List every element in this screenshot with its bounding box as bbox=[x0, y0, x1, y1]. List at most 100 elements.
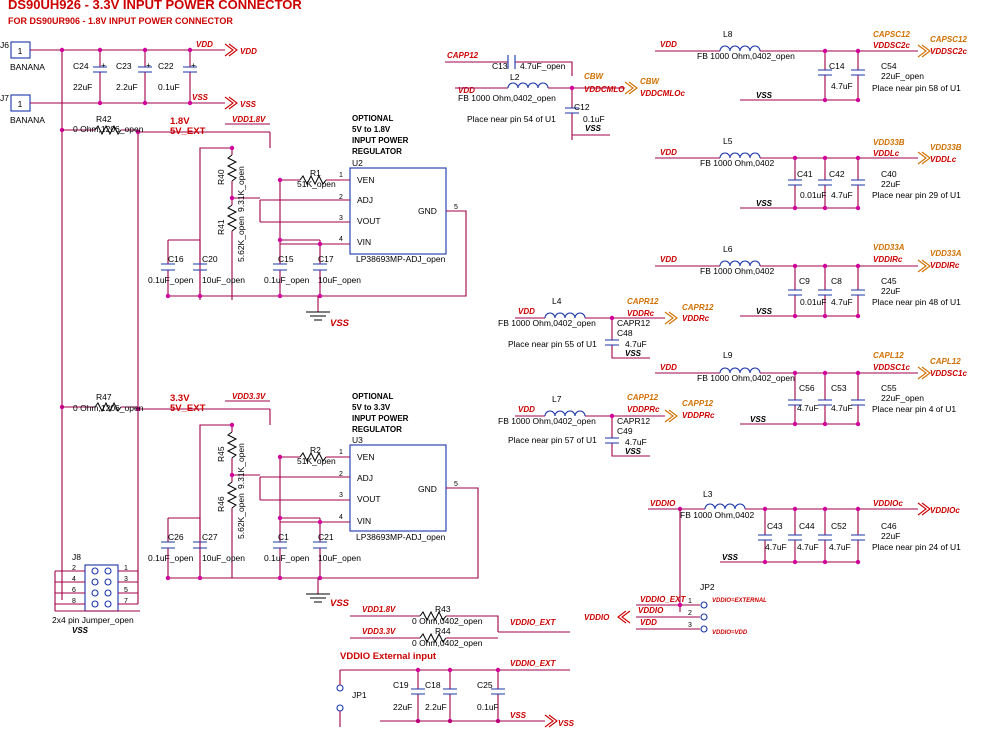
r2-value: 51K_open bbox=[297, 456, 336, 466]
l5-value: FB 1000 Ohm,0402 bbox=[700, 158, 774, 168]
vss-l5: VSS bbox=[756, 199, 773, 208]
vss-l9: VSS bbox=[750, 415, 767, 424]
capp12-net-l7: CAPP12 bbox=[627, 393, 659, 402]
vss-l2: VSS bbox=[585, 124, 602, 133]
c46-value: 22uF bbox=[881, 531, 900, 541]
c24-ref: C24 bbox=[73, 61, 89, 71]
vdd33-net: VDD3.3V bbox=[232, 392, 266, 401]
capp12-net: CAPP12 bbox=[447, 51, 479, 60]
c20-ref: C20 bbox=[202, 254, 218, 264]
vdd-l9: VDD bbox=[660, 363, 677, 372]
c16-value: 0.1uF_open bbox=[148, 275, 194, 285]
j8-connector[interactable] bbox=[84, 564, 119, 612]
l6-value: FB 1000 Ohm,0402 bbox=[700, 266, 774, 276]
c9-ref: C9 bbox=[799, 276, 810, 286]
vddsc1c-out: VDDSC1c bbox=[930, 369, 967, 378]
l4-cap-net: CAPR12 bbox=[617, 318, 650, 328]
u3-pin4: 4 bbox=[339, 514, 343, 521]
c22-ref: C22 bbox=[158, 61, 174, 71]
r47-value: 0 Ohm,1206_open bbox=[73, 403, 144, 413]
c43-value: 4.7uF bbox=[765, 542, 787, 552]
l2-value: FB 1000 Ohm,0402_open bbox=[458, 93, 556, 103]
c41-value: 0.01uF bbox=[800, 190, 826, 200]
vdd-l2: VDD bbox=[458, 86, 475, 95]
c8-ref: C8 bbox=[831, 276, 842, 286]
page-subtitle: FOR DS90UR906 - 1.8V INPUT POWER CONNECT… bbox=[8, 16, 233, 26]
input-power-section: 1 J6 BANANA 1 J7 BANANA VDD VDD VSS VSS … bbox=[0, 40, 257, 600]
c40-value: 22uF bbox=[881, 179, 900, 189]
vdd18-input: VDD1.8V bbox=[362, 605, 396, 614]
capl12-net: CAPL12 bbox=[873, 351, 904, 360]
c45-ref: C45 bbox=[881, 276, 897, 286]
c17-value: 10uF_open bbox=[318, 275, 361, 285]
c27-ref: C27 bbox=[202, 532, 218, 542]
vddio-ext-jp2: VDDIO_EXT bbox=[640, 595, 686, 604]
c41-ref: C41 bbox=[797, 169, 813, 179]
c42-ref: C42 bbox=[829, 169, 845, 179]
c52-ref: C52 bbox=[831, 521, 847, 531]
vss-l3: VSS bbox=[722, 553, 739, 562]
jp1-ref: JP1 bbox=[352, 690, 367, 700]
c21-value: 10uF_open bbox=[318, 553, 361, 563]
l7-note: Place near pin 57 of U1 bbox=[508, 435, 597, 445]
jp2-pin1-pad[interactable] bbox=[700, 601, 708, 609]
capsc12-out: CAPSC12 bbox=[930, 35, 967, 44]
j8-pin7: 7 bbox=[124, 598, 128, 605]
r41-ref: R41 bbox=[216, 219, 226, 235]
filter-l7: VDD L7 FB 1000 Ohm,0402_open CAPP12 CAPP… bbox=[498, 393, 715, 457]
c21-ref: C21 bbox=[318, 532, 334, 542]
c12-value: 0.1uF bbox=[583, 114, 605, 124]
vddio-external-section: VDDIO External input VDDIO_EXT JP1 C19 2… bbox=[336, 651, 575, 728]
vddioc-out: VDDIOc bbox=[930, 506, 960, 515]
j8-label: 2x4 pin Jumper_open bbox=[52, 615, 134, 625]
vddsc2c-net: VDDSC2c bbox=[873, 41, 910, 50]
vddio-l3: VDDIO bbox=[650, 499, 676, 508]
vdd33b-out: VDD33B bbox=[930, 143, 962, 152]
reg2-line1: OPTIONAL bbox=[352, 392, 393, 401]
u2-pin-adj: ADJ bbox=[357, 195, 373, 205]
c53-value: 4.7uF bbox=[831, 403, 853, 413]
l4-ref: L4 bbox=[552, 296, 562, 306]
jp2-pin2-pad[interactable] bbox=[700, 613, 708, 621]
r1-ref: R1 bbox=[310, 168, 321, 178]
c54-value: 22uF_open bbox=[881, 71, 924, 81]
vddprc-out: VDDPRc bbox=[682, 411, 715, 420]
l7-ref: L7 bbox=[552, 394, 562, 404]
r42-ref: R42 bbox=[96, 114, 112, 124]
vdd-l7: VDD bbox=[518, 405, 535, 414]
jp2-pin3-pad[interactable] bbox=[700, 625, 708, 633]
reg1-line2: 5V to 1.8V bbox=[352, 125, 391, 134]
vddlc-net: VDDLc bbox=[873, 149, 900, 158]
capr12-out-l4: CAPR12 bbox=[682, 303, 714, 312]
jp2-opt3: VDDIO=VDD bbox=[712, 630, 748, 636]
v18-label: 1.8V bbox=[170, 116, 190, 127]
vddioc-net: VDDIOc bbox=[873, 499, 903, 508]
v5ext-label: 5V_EXT bbox=[170, 126, 206, 137]
l9-note: Place near pin 4 of U1 bbox=[872, 404, 956, 414]
c20-value: 10uF_open bbox=[202, 275, 245, 285]
u2-pin4: 4 bbox=[339, 236, 343, 243]
c25-value: 0.1uF bbox=[477, 702, 499, 712]
vddrc-net: VDDRc bbox=[627, 309, 655, 318]
c45-value: 22uF bbox=[881, 286, 900, 296]
c19-value: 22uF bbox=[393, 702, 412, 712]
vss-ground-2: VSS bbox=[330, 598, 350, 609]
r46-ref: R46 bbox=[216, 496, 226, 512]
c18-value: 2.2uF bbox=[425, 702, 447, 712]
vdd-net-label-2: VDD bbox=[240, 47, 257, 56]
c52-value: 4.7uF bbox=[829, 542, 851, 552]
vss-l6: VSS bbox=[756, 307, 773, 316]
j7-label: BANANA bbox=[10, 115, 45, 125]
capsc12-net: CAPSC12 bbox=[873, 30, 910, 39]
u2-pin3: 3 bbox=[339, 215, 343, 222]
c56-value: 4.7uF bbox=[797, 403, 819, 413]
u3-pin-gnd: GND bbox=[418, 484, 437, 494]
reg1-line3: INPUT POWER bbox=[352, 136, 409, 145]
reg2-line4: REGULATOR bbox=[352, 425, 402, 434]
u3-ref: U3 bbox=[352, 435, 363, 445]
l5-note: Place near pin 29 of U1 bbox=[872, 190, 961, 200]
c9-value: 0.01uF bbox=[800, 297, 826, 307]
vss-out-1: VSS bbox=[510, 711, 527, 720]
l9-ref: L9 bbox=[723, 350, 733, 360]
